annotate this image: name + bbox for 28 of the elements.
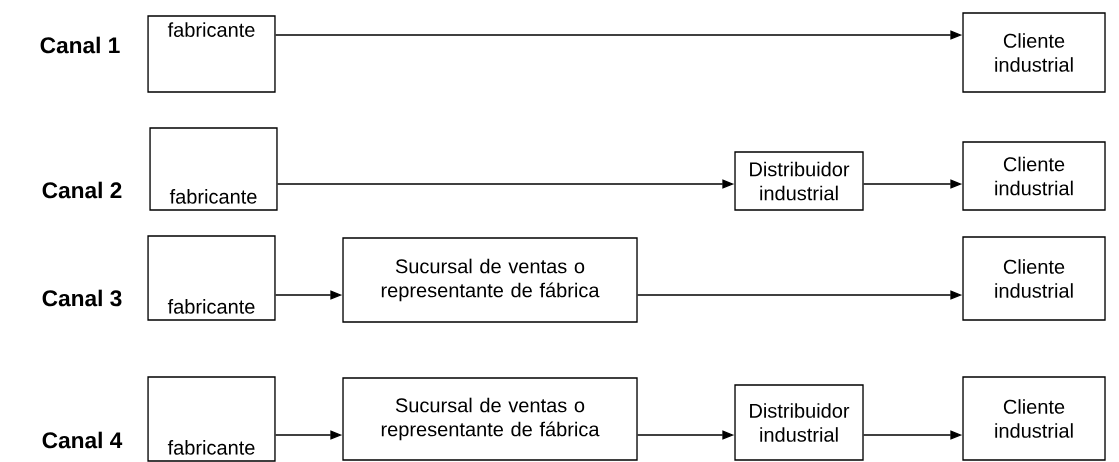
process-box [342, 377, 638, 461]
box-label: fabricante [167, 440, 255, 455]
process-box [147, 235, 276, 321]
process-box [149, 127, 278, 211]
process-box [962, 141, 1106, 211]
process-box [962, 376, 1106, 461]
process-box [147, 15, 276, 93]
box-label: Cliente industrial [995, 33, 1073, 72]
channel-label: Canal 4 [42, 431, 123, 449]
box-label: Sucursal de ventas o representante de fábrica [381, 258, 600, 302]
box-label: fabricante [169, 189, 257, 204]
box-label: Distribuidor industrial [750, 403, 850, 442]
box-label: fabricante [167, 22, 255, 37]
process-box [147, 376, 276, 462]
channel-label: Canal 2 [42, 181, 122, 199]
box-label: Cliente industrial [995, 399, 1073, 438]
process-box [962, 12, 1106, 93]
channel-label: Canal 3 [42, 289, 122, 307]
channel-label: Canal 1 [40, 36, 120, 54]
box-label: Sucursal de ventas o representante de fábrica [381, 397, 600, 441]
box-label: Cliente industrial [995, 156, 1073, 196]
process-box [734, 151, 864, 211]
box-label: Cliente industrial [995, 259, 1073, 298]
process-box [962, 236, 1106, 321]
box-label: Distribuidor industrial [750, 161, 850, 201]
box-label: fabricante [167, 299, 255, 314]
process-box [342, 237, 638, 323]
process-box [734, 384, 864, 461]
